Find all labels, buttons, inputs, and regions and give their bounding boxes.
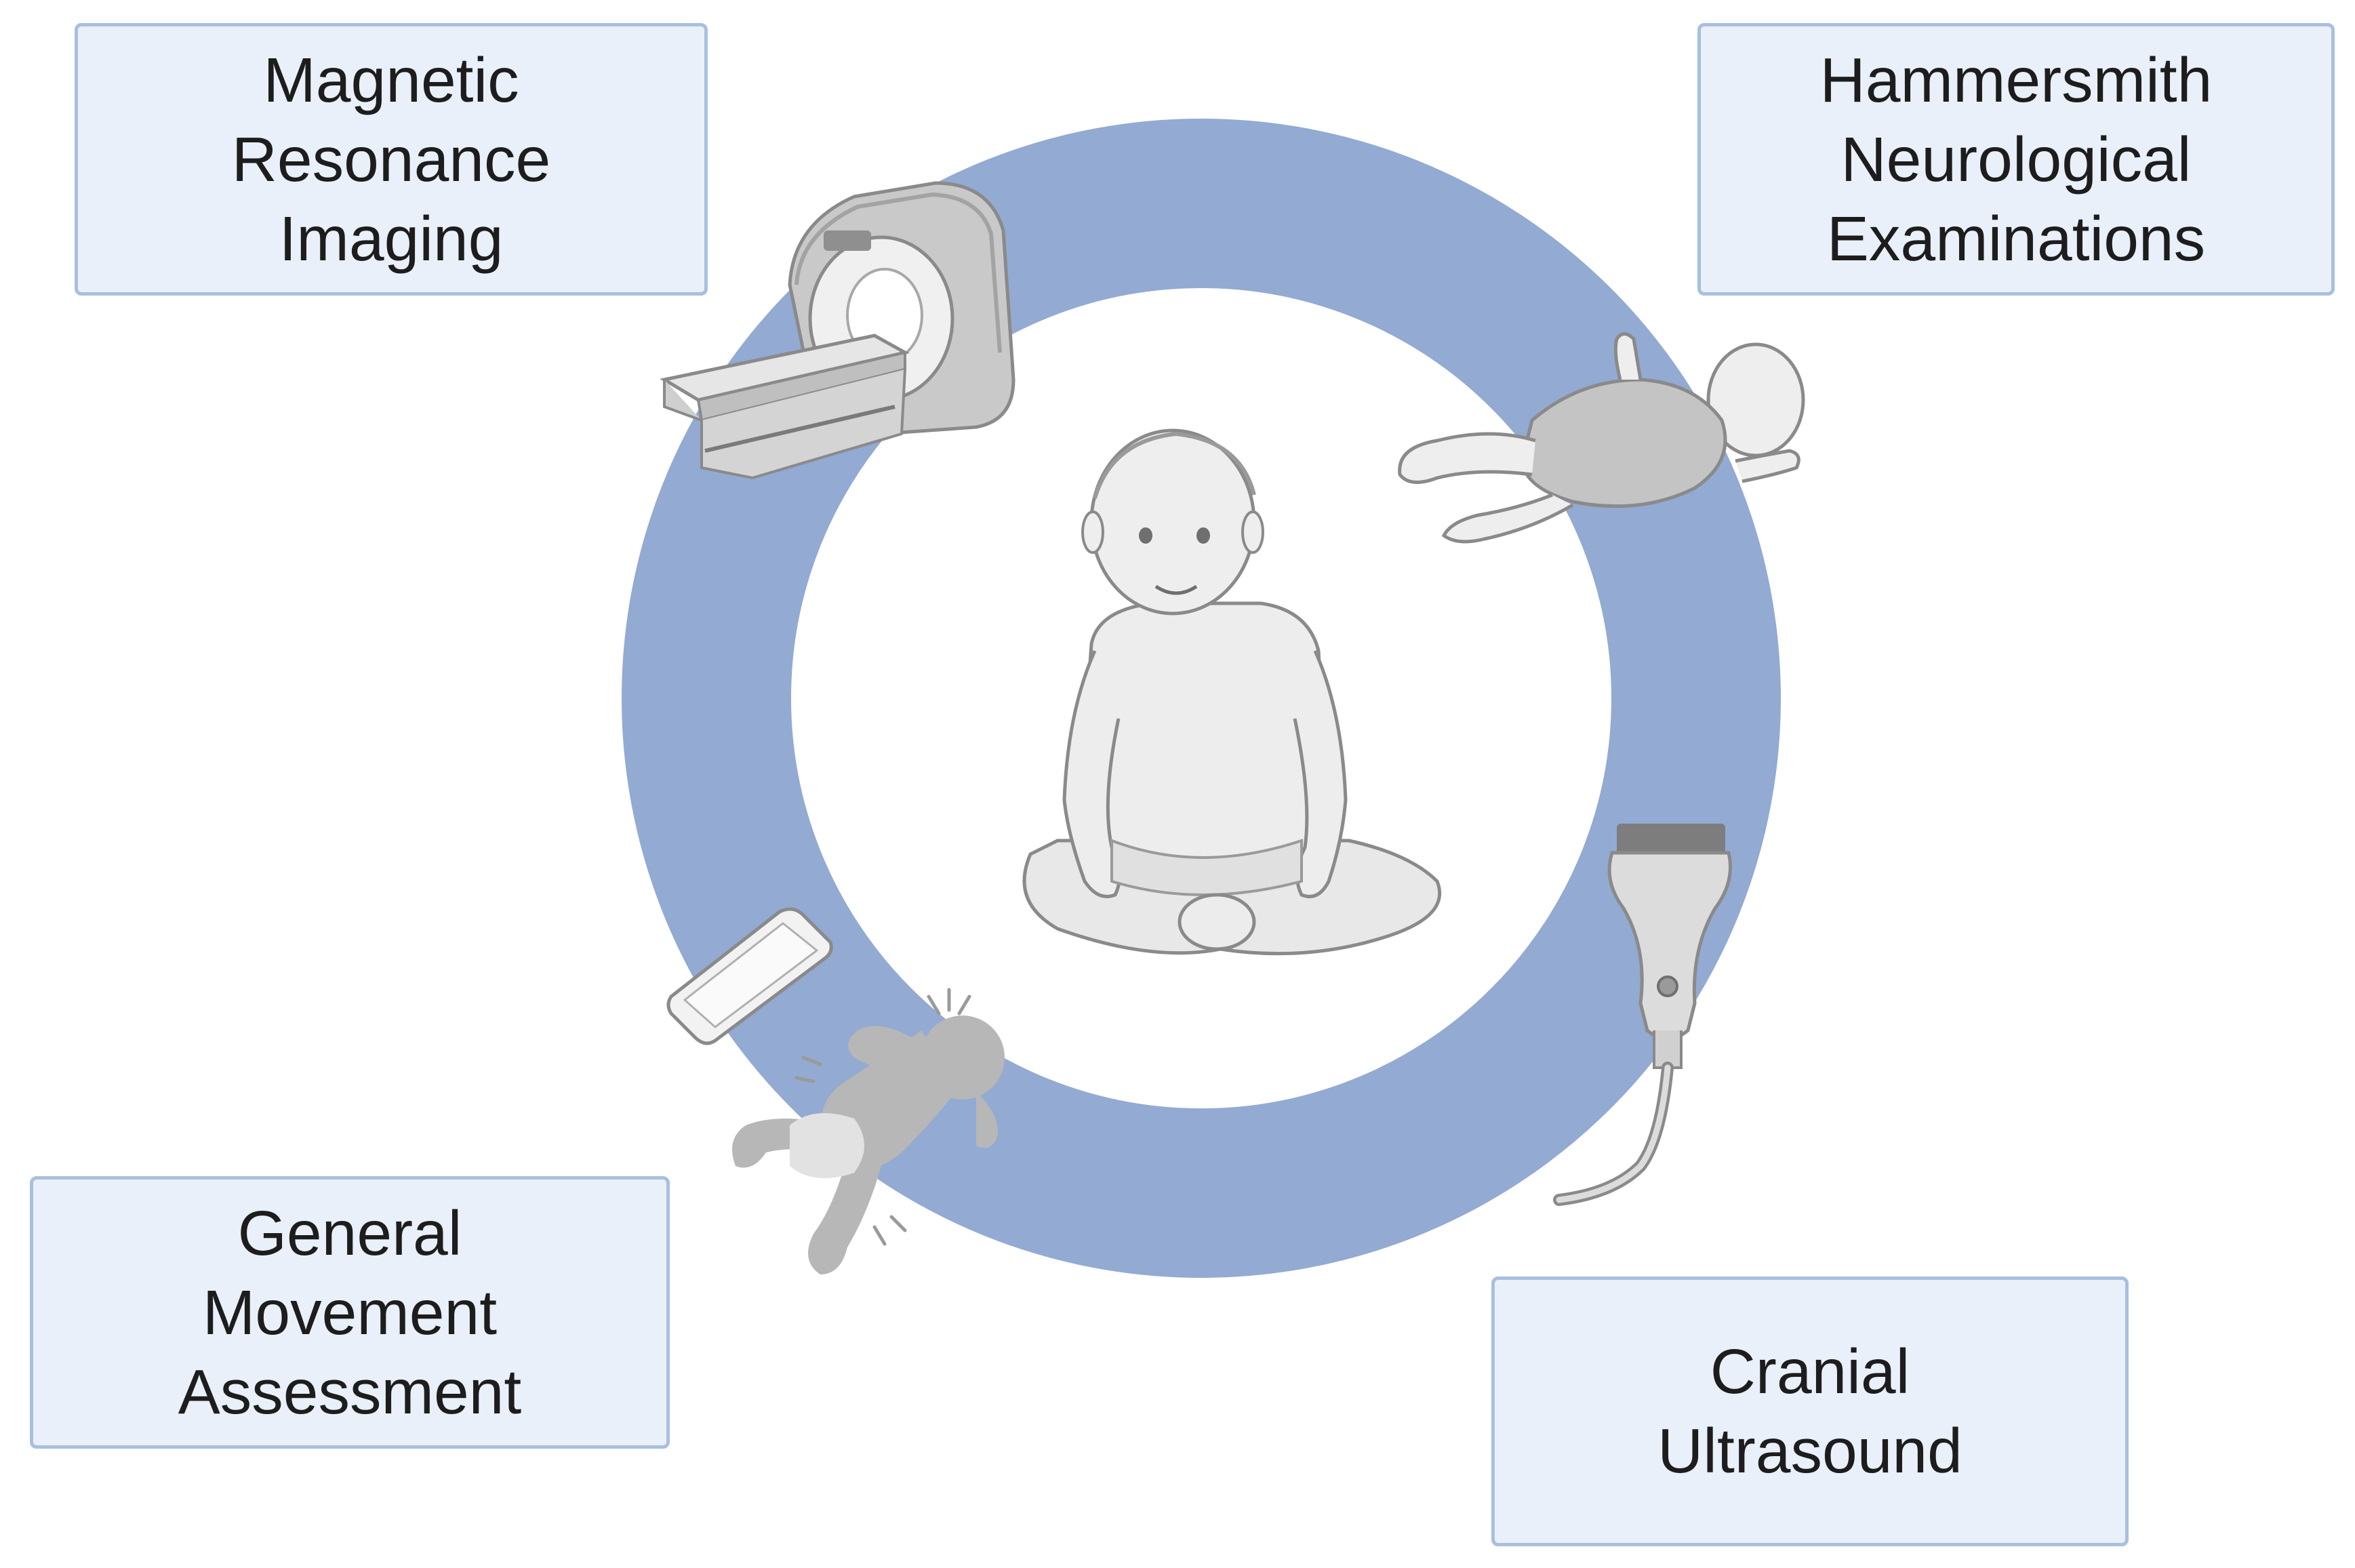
sitting-infant-icon: [1022, 428, 1442, 956]
hne-label-line-2: Neurological: [1840, 123, 2192, 195]
hne-label-line-3: Examinations: [1826, 203, 2206, 274]
mri-scanner-icon: [660, 181, 1015, 480]
cus-label-box: Cranial Ultrasound: [1491, 1276, 2129, 1546]
hne-label-line-1: Hammersmith: [1819, 44, 2213, 115]
ultrasound-probe-icon: [1553, 824, 1732, 1206]
mri-label-box: Magnetic Resonance Imaging: [75, 23, 708, 296]
lying-infant-icon: [1398, 332, 1805, 544]
assessment-ring: [622, 119, 1781, 1278]
mri-label-line-3: Imaging: [279, 203, 504, 274]
cus-label-line-1: Cranial: [1710, 1336, 1910, 1407]
gma-label-line-2: Movement: [202, 1276, 498, 1348]
moving-infant-tablet-icon: [666, 907, 1005, 1274]
cus-label-line-2: Ultrasound: [1657, 1415, 1963, 1486]
gma-label-line-3: Assessment: [178, 1356, 522, 1427]
mri-label-line-1: Magnetic: [263, 44, 519, 115]
gma-label-line-1: General: [237, 1197, 462, 1268]
gma-label-box: General Movement Assessment: [30, 1176, 670, 1449]
mri-label-line-2: Resonance: [231, 123, 551, 195]
hne-label-box: Hammersmith Neurological Examinations: [1697, 23, 2335, 296]
